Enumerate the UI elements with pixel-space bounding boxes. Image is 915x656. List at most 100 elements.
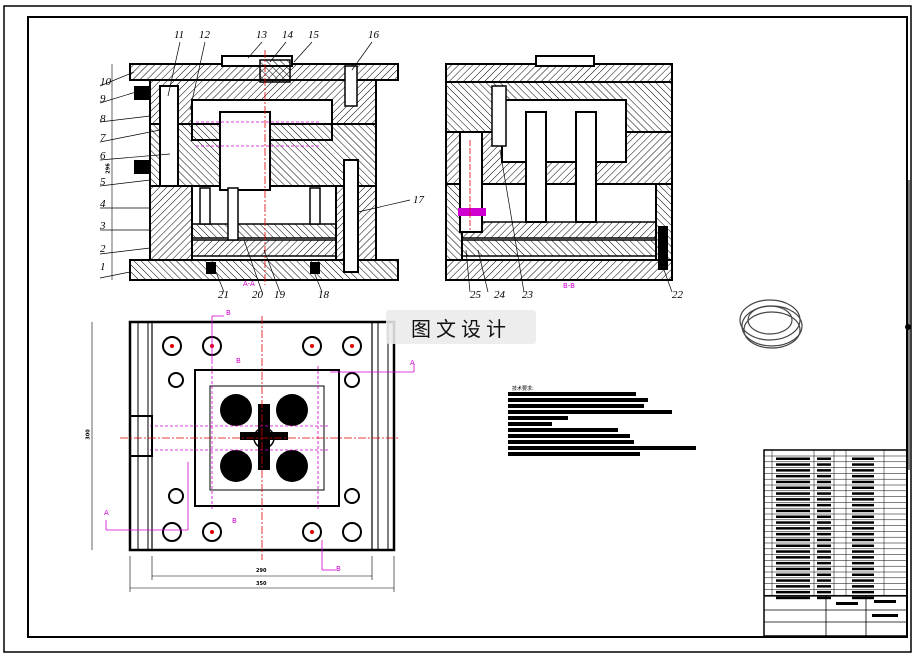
bom-cell-text bbox=[817, 521, 831, 524]
bom-cell-text bbox=[817, 585, 831, 588]
bom-cell-text bbox=[852, 585, 874, 588]
bom-cell-text bbox=[852, 474, 874, 478]
part-label-8: 8 bbox=[100, 113, 106, 125]
bom-cell-text bbox=[776, 585, 810, 588]
bom-cell-text bbox=[776, 544, 810, 547]
bom-cell-text bbox=[852, 498, 874, 501]
part-label-22: 22 bbox=[672, 289, 683, 301]
leader-lines-b-b bbox=[465, 149, 673, 293]
part-label-19: 19 bbox=[274, 289, 285, 301]
outer-frame bbox=[3, 5, 912, 653]
part-label-7: 7 bbox=[100, 132, 106, 144]
view-marker-a-1: A bbox=[410, 359, 415, 367]
section-a-a-view bbox=[111, 50, 399, 285]
bom-cell-text bbox=[817, 567, 831, 571]
bom-cell-text bbox=[776, 486, 810, 489]
bom-cell-text bbox=[776, 538, 810, 542]
bom-cell-text bbox=[776, 469, 810, 472]
bom-cell-text bbox=[776, 503, 810, 507]
bom-cell-text bbox=[776, 521, 810, 524]
bom-cell-text bbox=[817, 492, 831, 495]
plan-view bbox=[91, 315, 415, 592]
bom-cell-text bbox=[852, 561, 874, 565]
notes-title: 技术要求: bbox=[512, 386, 534, 392]
part-label-6: 6 bbox=[100, 150, 106, 162]
part-label-13: 13 bbox=[256, 29, 267, 41]
bom-cell-text bbox=[776, 492, 810, 495]
part-label-25: 25 bbox=[470, 289, 481, 301]
part-label-17: 17 bbox=[413, 194, 424, 206]
view-marker-a-2: A bbox=[104, 509, 109, 517]
part-label-20: 20 bbox=[252, 289, 263, 301]
leader-lines-a-a bbox=[99, 41, 411, 293]
bom-cell-text bbox=[817, 486, 831, 489]
bom-cell-text bbox=[776, 532, 810, 536]
product-sketch bbox=[739, 299, 803, 349]
bom-cell-text bbox=[776, 561, 810, 565]
bom-cell-text bbox=[776, 596, 810, 600]
bom-cell-text bbox=[852, 515, 874, 518]
bom-cell-text bbox=[852, 550, 874, 553]
bom-cell-text bbox=[852, 590, 874, 594]
view-marker-b-3: B bbox=[232, 517, 237, 525]
view-marker-b-1: B bbox=[226, 309, 231, 317]
bom-cell-text bbox=[817, 550, 831, 553]
bom-cell-text bbox=[776, 573, 810, 576]
bom-cell-text bbox=[852, 509, 874, 513]
dimension-plate-height: 300 bbox=[85, 429, 92, 440]
dimension-inner-width: 290 bbox=[256, 568, 267, 574]
bom-cell-text bbox=[776, 550, 810, 553]
bom-cell-text bbox=[852, 538, 874, 542]
bom-cell-text bbox=[817, 596, 831, 600]
part-label-23: 23 bbox=[522, 289, 533, 301]
dimension-height: 296 bbox=[105, 163, 112, 174]
bom-cell-text bbox=[776, 556, 810, 559]
part-label-12: 12 bbox=[199, 29, 210, 41]
dimension-outer-width: 350 bbox=[256, 581, 267, 587]
bom-cell-text bbox=[852, 480, 874, 484]
bom-cell-text bbox=[817, 527, 831, 530]
bom-cell-text bbox=[817, 509, 831, 513]
view-marker-b-4: B bbox=[336, 565, 341, 573]
bom-cell-text bbox=[776, 480, 810, 484]
bom-cell-text bbox=[817, 590, 831, 594]
bom-cell-text bbox=[852, 544, 874, 547]
part-label-18: 18 bbox=[318, 289, 329, 301]
part-label-1: 1 bbox=[100, 261, 106, 273]
bom-cell-text bbox=[852, 503, 874, 507]
part-label-24: 24 bbox=[494, 289, 505, 301]
bom-cell-text bbox=[776, 474, 810, 478]
bom-cell-text bbox=[817, 538, 831, 542]
part-label-10: 10 bbox=[100, 76, 111, 88]
bom-cell-text bbox=[776, 509, 810, 513]
view-marker-b-2: B bbox=[236, 357, 241, 365]
bom-cell-text bbox=[852, 596, 874, 600]
bom-cell-text bbox=[852, 527, 874, 530]
bom-cell-text bbox=[817, 469, 831, 472]
bom-cell-text bbox=[776, 463, 810, 466]
bom-cell-text bbox=[852, 573, 874, 576]
bom-cell-text bbox=[776, 579, 810, 582]
bom-cell-text bbox=[817, 579, 831, 582]
bom-cell-text bbox=[817, 457, 831, 460]
bom-cell-text bbox=[776, 567, 810, 571]
section-label-b-b: B-B bbox=[563, 282, 575, 290]
bom-cell-text bbox=[817, 498, 831, 501]
part-label-3: 3 bbox=[100, 220, 106, 232]
section-label-a-a: A-A bbox=[243, 280, 255, 288]
bom-cell-text bbox=[852, 492, 874, 495]
bom-cell-text bbox=[852, 486, 874, 489]
part-label-9: 9 bbox=[100, 93, 106, 105]
section-b-b-view bbox=[445, 55, 673, 281]
bom-cell-text bbox=[776, 457, 810, 460]
part-label-16: 16 bbox=[368, 29, 379, 41]
bom-cell-text bbox=[817, 474, 831, 478]
bom-cell-text bbox=[817, 532, 831, 536]
bom-cell-text bbox=[852, 457, 874, 460]
bom-cell-text bbox=[776, 498, 810, 501]
bom-cell-text bbox=[852, 567, 874, 571]
part-label-14: 14 bbox=[282, 29, 293, 41]
bom-cell-text bbox=[817, 503, 831, 507]
bom-cell-text bbox=[852, 532, 874, 536]
